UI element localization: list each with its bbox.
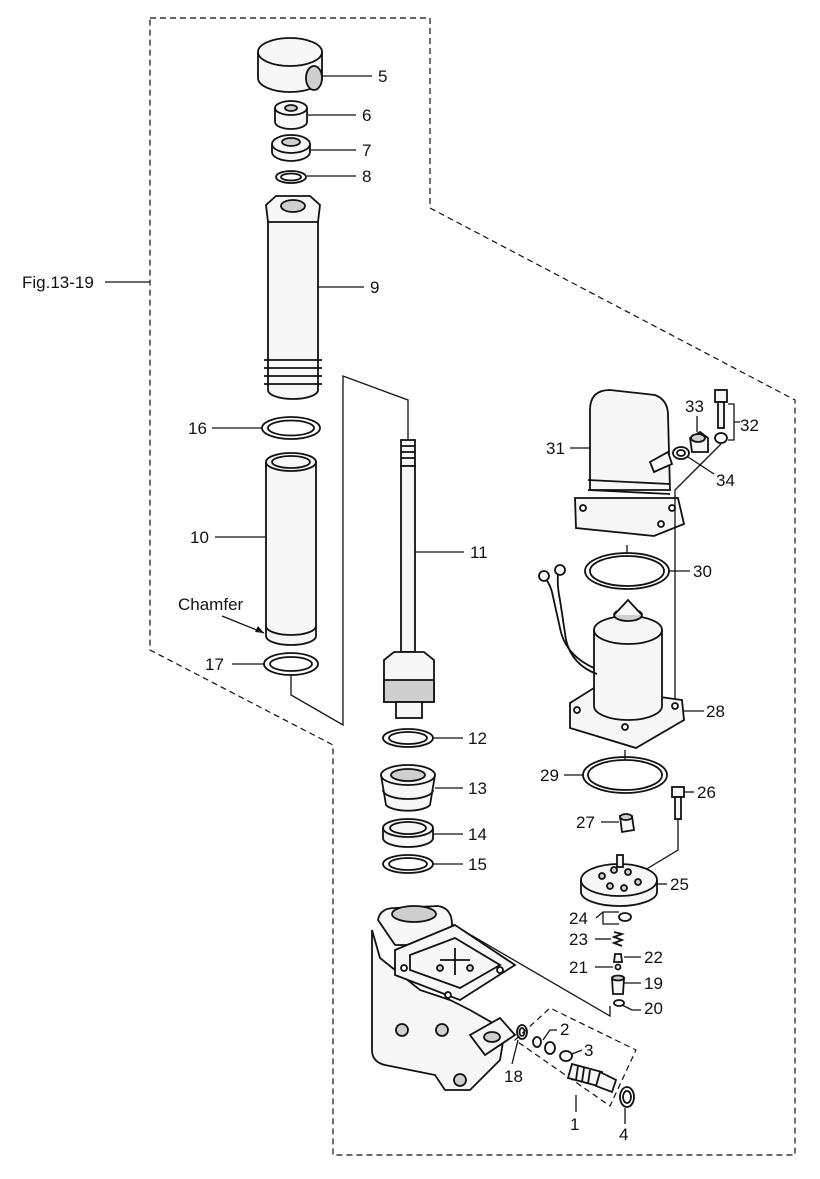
part-22-pin [612, 953, 624, 963]
screw-alignment-line [644, 820, 679, 871]
part-10-inner-cylinder [265, 452, 317, 646]
part-21-ball [614, 963, 622, 971]
chamfer-arrowhead [255, 626, 264, 633]
part-2-washer [532, 1036, 542, 1048]
part-18-o-ring [516, 1024, 528, 1040]
part-28-motor [538, 564, 685, 749]
part-16-o-ring [261, 416, 321, 440]
part-8-o-ring [275, 170, 307, 184]
part-30-o-ring [584, 552, 670, 590]
part-7-washer [271, 134, 311, 162]
callout-10: 10 [190, 528, 209, 547]
callout-25: 25 [670, 875, 689, 894]
part-27-fitting [618, 813, 636, 834]
chamfer-note: Chamfer [178, 595, 244, 614]
callout-13: 13 [468, 779, 487, 798]
callout-4: 4 [619, 1125, 628, 1144]
callout-7: 7 [362, 141, 371, 160]
part-9-cylinder-tube [264, 195, 322, 400]
callout-5: 5 [378, 67, 387, 86]
part-23-spring [611, 931, 626, 947]
callout-14: 14 [468, 825, 487, 844]
part-24-ball [618, 912, 632, 922]
part-26-screw [671, 786, 685, 820]
callout-15: 15 [468, 855, 487, 874]
leader-24 [595, 911, 619, 925]
callout-29: 29 [540, 766, 559, 785]
callout-26: 26 [697, 783, 716, 802]
callout-23: 23 [569, 930, 588, 949]
part-6-nut [274, 100, 308, 130]
callout-28: 28 [706, 702, 725, 721]
part-5-cap [257, 37, 323, 93]
callout-16: 16 [188, 419, 207, 438]
callout-33: 33 [685, 397, 704, 416]
part-31-reservoir-cover [574, 389, 686, 537]
callout-34: 34 [716, 471, 735, 490]
part-17-o-ring [263, 652, 319, 676]
part-4-retaining-ring [619, 1086, 635, 1108]
leader-34 [687, 456, 715, 475]
part-29-o-ring [582, 756, 668, 794]
callout-30: 30 [693, 562, 712, 581]
part-12-o-ring [382, 728, 434, 748]
callout-18: 18 [504, 1067, 523, 1086]
leader-3 [571, 1049, 583, 1055]
callout-11: 11 [470, 543, 488, 562]
callout-24: 24 [569, 909, 588, 928]
part-3-o-ring [544, 1041, 573, 1062]
leader-2 [542, 1029, 557, 1041]
callout-17: 17 [205, 655, 224, 674]
part-33-plug [689, 430, 709, 453]
part-20-o-ring [613, 999, 625, 1007]
callout-3: 3 [584, 1041, 593, 1060]
part-14-ring [382, 818, 434, 848]
figure-reference: Fig.13-19 [22, 273, 94, 292]
part-15-o-ring [382, 854, 434, 874]
callout-20: 20 [644, 999, 663, 1018]
leader-20 [621, 1004, 641, 1011]
callout-19: 19 [644, 974, 663, 993]
callout-21: 21 [569, 958, 588, 977]
assembly-boundary [149, 17, 796, 1156]
callout-32: 32 [740, 416, 759, 435]
part-1-check-valve [566, 1062, 618, 1094]
leader-32 [728, 403, 740, 441]
callout-22: 22 [644, 948, 663, 967]
part-19-valve [611, 974, 625, 995]
callout-1: 1 [570, 1115, 579, 1134]
part-11-piston-rod [383, 439, 435, 719]
callout-12: 12 [468, 729, 487, 748]
leader-18 [511, 1039, 519, 1065]
callout-6: 6 [362, 106, 371, 125]
bolt-alignment-line [674, 443, 722, 700]
part-housing [371, 905, 517, 1091]
callout-27: 27 [576, 813, 595, 832]
callout-8: 8 [362, 167, 371, 186]
part-13-piston [380, 764, 436, 812]
check-valve-subassembly-box [514, 1007, 637, 1107]
part-34-o-ring [672, 446, 690, 460]
callout-2: 2 [560, 1020, 569, 1039]
assembly-alignment-line [290, 375, 409, 727]
part-25-pump [580, 854, 658, 907]
callout-9: 9 [370, 278, 379, 297]
callout-31: 31 [546, 439, 565, 458]
part-32-bolt [714, 389, 728, 444]
